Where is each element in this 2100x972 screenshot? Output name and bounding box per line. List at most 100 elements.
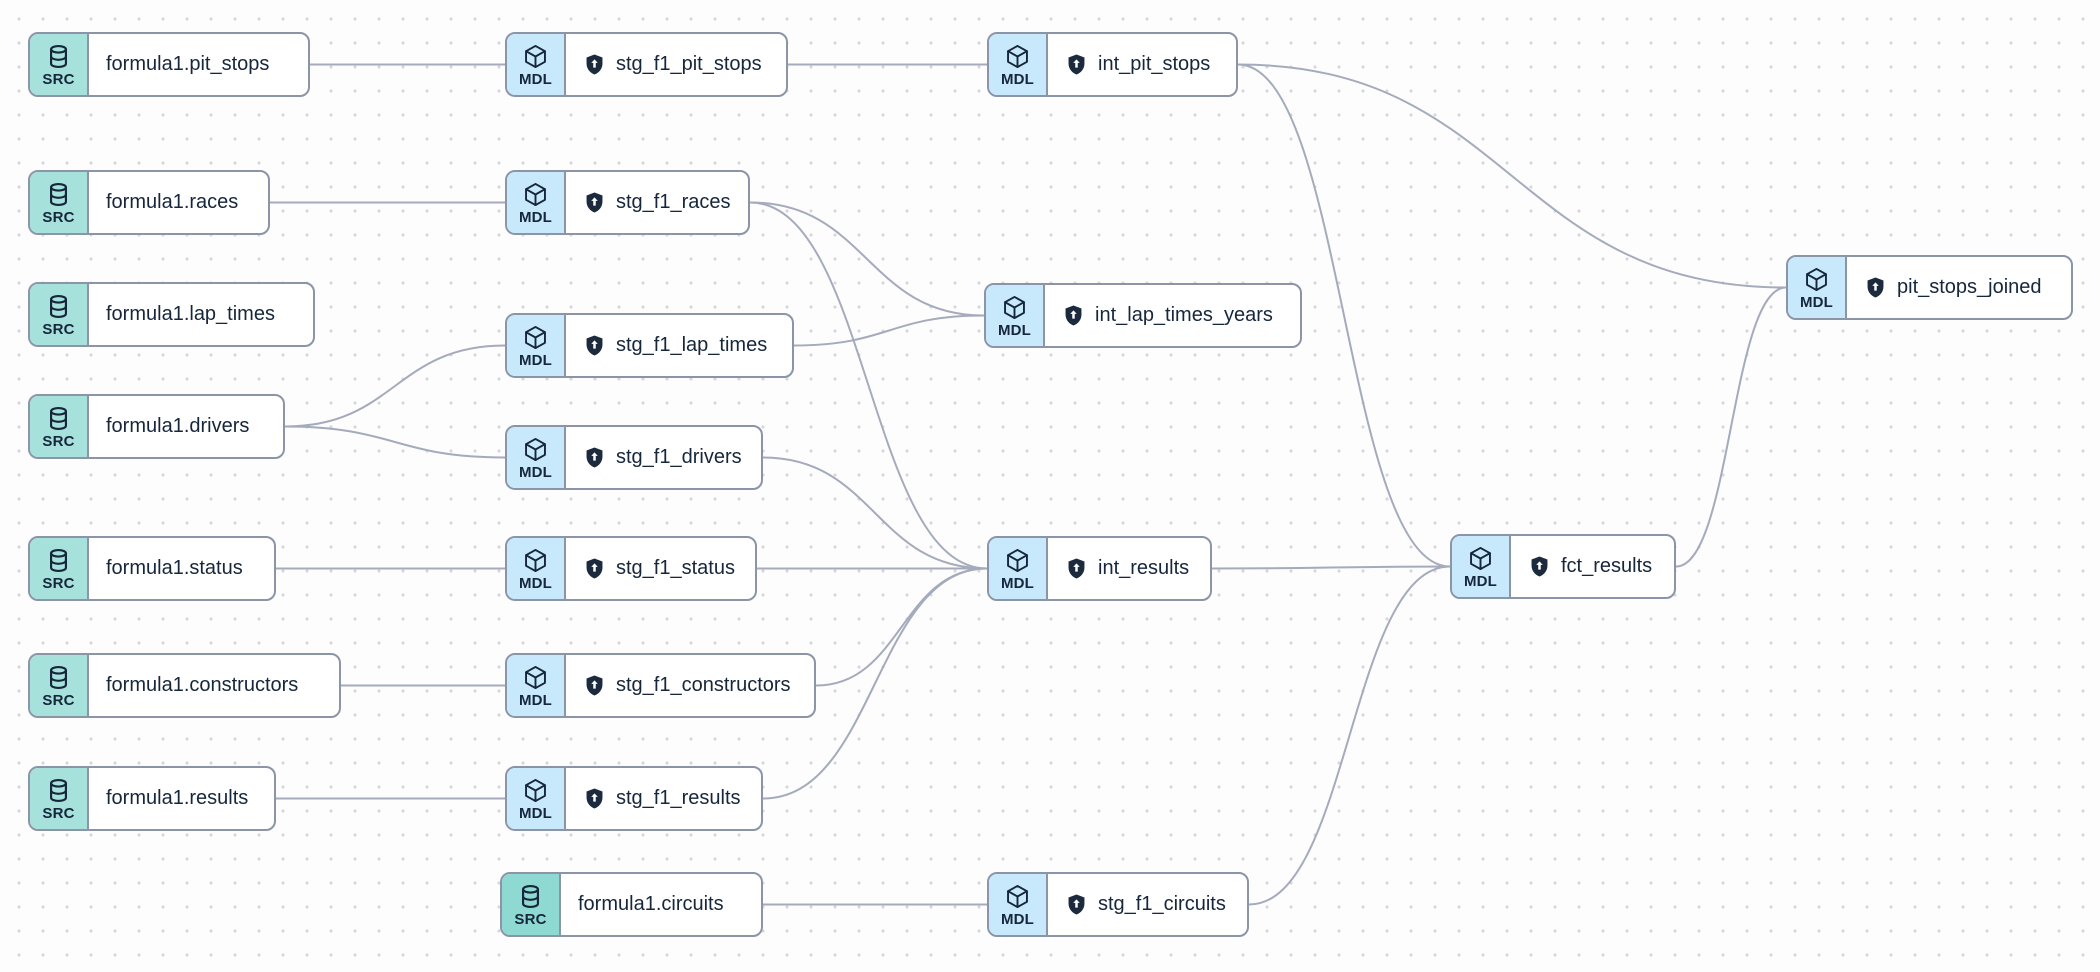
- node-label: formula1.lap_times: [106, 303, 275, 325]
- node-label: formula1.status: [106, 557, 243, 579]
- cube-icon: [522, 324, 549, 351]
- node-label: formula1.pit_stops: [106, 53, 270, 75]
- node-formula1.pit_stops[interactable]: SRC formula1.pit_stops: [28, 32, 310, 97]
- edge-stg_f1_drivers-to-int_results: [762, 456, 988, 570]
- node-body: int_results: [1048, 538, 1210, 599]
- shield-icon: [1065, 557, 1088, 580]
- node-label: stg_f1_lap_times: [616, 334, 768, 356]
- cube-icon: [1004, 547, 1031, 574]
- model-type-badge: MDL: [507, 768, 566, 829]
- cube-icon: [522, 777, 549, 804]
- shield-icon: [583, 446, 606, 469]
- node-body: int_lap_times_years: [1045, 285, 1300, 346]
- edge-formula1.drivers-to-stg_f1_lap_times: [284, 344, 506, 428]
- node-body: formula1.constructors: [89, 655, 339, 716]
- node-type-label: MDL: [1000, 574, 1035, 592]
- shield-icon: [583, 191, 606, 214]
- model-type-badge: MDL: [507, 315, 566, 376]
- node-stg_f1_lap_times[interactable]: MDL stg_f1_lap_times: [505, 313, 794, 378]
- cube-icon: [522, 547, 549, 574]
- node-body: fct_results: [1511, 536, 1674, 597]
- database-icon: [45, 777, 72, 804]
- cube-icon: [1004, 883, 1031, 910]
- database-icon: [45, 405, 72, 432]
- node-stg_f1_drivers[interactable]: MDL stg_f1_drivers: [505, 425, 763, 490]
- node-body: pit_stops_joined: [1847, 257, 2071, 318]
- node-type-label: SRC: [42, 70, 75, 88]
- node-label: stg_f1_drivers: [616, 446, 742, 468]
- model-type-badge: MDL: [986, 285, 1045, 346]
- node-type-label: MDL: [518, 70, 553, 88]
- node-type-label: MDL: [518, 804, 553, 822]
- edge-stg_f1_lap_times-to-int_lap_times_years: [793, 314, 985, 347]
- node-body: formula1.races: [89, 172, 268, 233]
- node-label: fct_results: [1561, 555, 1653, 577]
- database-icon: [517, 883, 544, 910]
- shield-icon: [583, 334, 606, 357]
- source-type-badge: SRC: [30, 396, 89, 457]
- edge-formula1.drivers-to-stg_f1_drivers: [284, 425, 506, 459]
- node-body: stg_f1_constructors: [566, 655, 814, 716]
- database-icon: [45, 547, 72, 574]
- model-type-badge: MDL: [507, 538, 566, 599]
- node-int_pit_stops[interactable]: MDL int_pit_stops: [987, 32, 1238, 97]
- node-label: formula1.circuits: [578, 893, 724, 915]
- node-formula1.lap_times[interactable]: SRC formula1.lap_times: [28, 282, 315, 347]
- source-type-badge: SRC: [30, 768, 89, 829]
- node-body: stg_f1_status: [566, 538, 755, 599]
- node-body: formula1.circuits: [561, 874, 761, 935]
- node-body: stg_f1_races: [566, 172, 748, 233]
- node-fct_results[interactable]: MDL fct_results: [1450, 534, 1676, 599]
- cube-icon: [1004, 43, 1031, 70]
- node-type-label: SRC: [42, 432, 75, 450]
- node-type-label: MDL: [997, 321, 1032, 339]
- node-body: formula1.results: [89, 768, 274, 829]
- node-type-label: SRC: [42, 320, 75, 338]
- node-pit_stops_joined[interactable]: MDL pit_stops_joined: [1786, 255, 2073, 320]
- source-type-badge: SRC: [30, 172, 89, 233]
- cube-icon: [1001, 294, 1028, 321]
- shield-icon: [583, 787, 606, 810]
- node-label: formula1.drivers: [106, 415, 250, 437]
- node-body: stg_f1_drivers: [566, 427, 761, 488]
- node-body: int_pit_stops: [1048, 34, 1236, 95]
- node-label: formula1.results: [106, 787, 249, 809]
- shield-icon: [1065, 53, 1088, 76]
- node-type-label: MDL: [1463, 572, 1498, 590]
- shield-icon: [583, 674, 606, 697]
- node-body: formula1.pit_stops: [89, 34, 308, 95]
- node-label: stg_f1_pit_stops: [616, 53, 762, 75]
- shield-icon: [1062, 304, 1085, 327]
- node-stg_f1_constructors[interactable]: MDL stg_f1_constructors: [505, 653, 816, 718]
- cube-icon: [522, 436, 549, 463]
- edge-stg_f1_circuits-to-fct_results: [1248, 565, 1451, 906]
- model-type-badge: MDL: [507, 427, 566, 488]
- node-label: pit_stops_joined: [1897, 276, 2042, 298]
- database-icon: [45, 43, 72, 70]
- model-type-badge: MDL: [507, 655, 566, 716]
- node-body: stg_f1_lap_times: [566, 315, 792, 376]
- model-type-badge: MDL: [1452, 536, 1511, 597]
- node-label: formula1.constructors: [106, 674, 299, 696]
- node-formula1.drivers[interactable]: SRC formula1.drivers: [28, 394, 285, 459]
- node-formula1.results[interactable]: SRC formula1.results: [28, 766, 276, 831]
- node-type-label: MDL: [1000, 70, 1035, 88]
- node-int_results[interactable]: MDL int_results: [987, 536, 1212, 601]
- node-type-label: MDL: [518, 691, 553, 709]
- shield-icon: [1864, 276, 1887, 299]
- model-type-badge: MDL: [1788, 257, 1847, 318]
- cube-icon: [522, 664, 549, 691]
- edge-stg_f1_constructors-to-int_results: [815, 567, 988, 687]
- node-stg_f1_pit_stops[interactable]: MDL stg_f1_pit_stops: [505, 32, 788, 97]
- node-type-label: SRC: [42, 804, 75, 822]
- node-int_lap_times_years[interactable]: MDL int_lap_times_years: [984, 283, 1302, 348]
